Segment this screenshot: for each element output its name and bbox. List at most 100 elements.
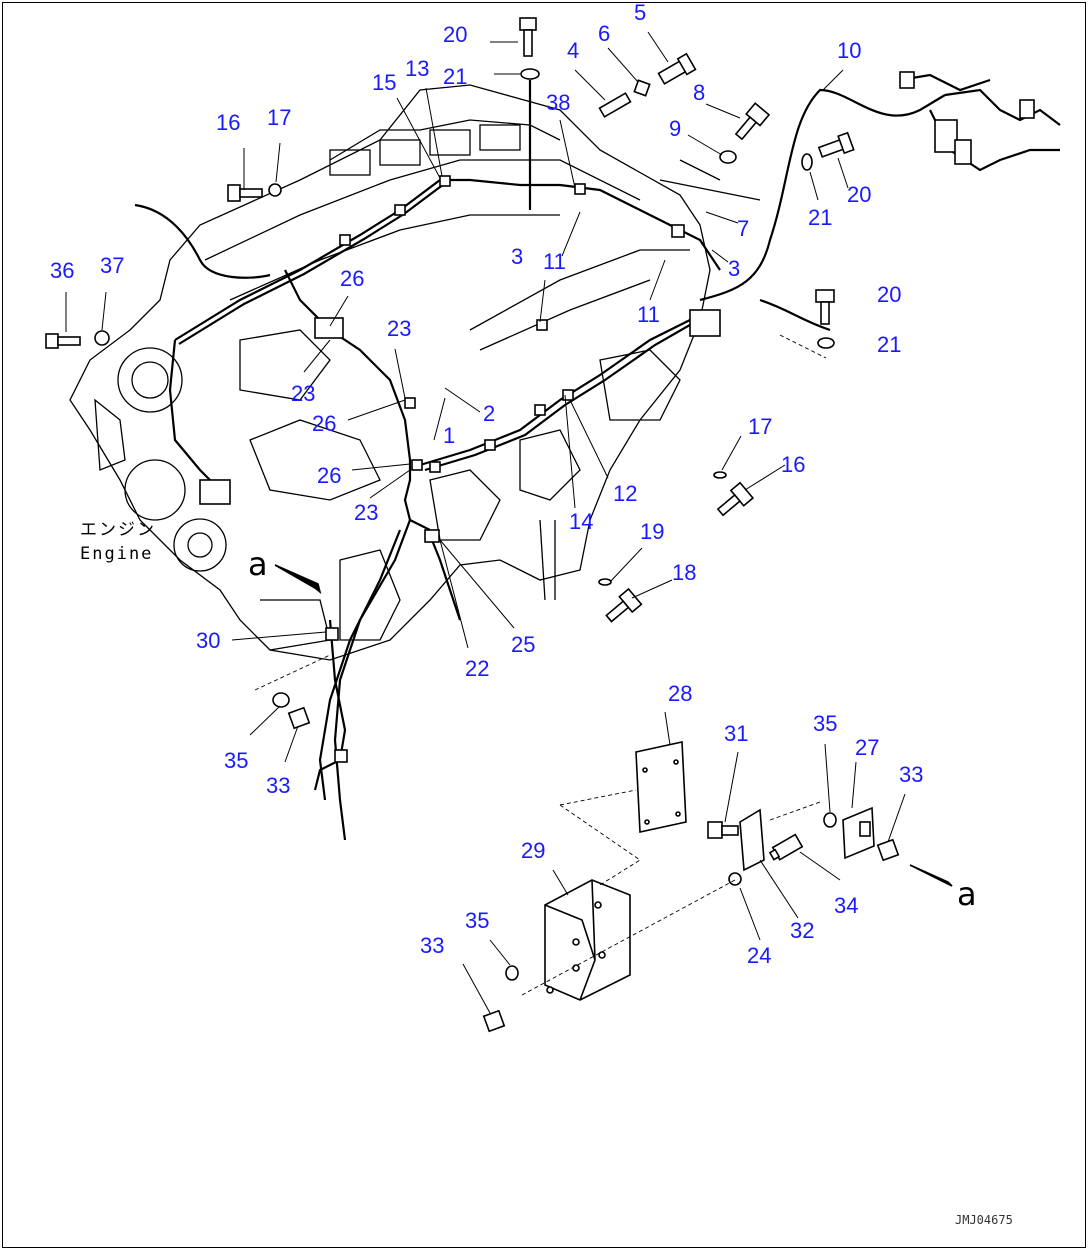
washer-17-right — [713, 471, 727, 479]
sleeve-4 — [598, 92, 632, 118]
nut-33-left — [287, 706, 311, 730]
callout-16-left: 16 — [216, 110, 240, 135]
callout-7: 7 — [737, 216, 749, 241]
bolt-16-right — [716, 481, 755, 517]
callout-26-top: 26 — [340, 266, 364, 291]
plate-28 — [635, 741, 687, 833]
plate-32 — [739, 808, 765, 872]
callout-12: 12 — [613, 481, 637, 506]
washer-35-bottom — [505, 965, 519, 981]
callout-2: 2 — [483, 401, 495, 426]
bolt-5 — [657, 52, 697, 85]
callout-18: 18 — [672, 560, 696, 585]
callout-33-right: 33 — [899, 762, 923, 787]
callout-32: 32 — [790, 918, 814, 943]
callout-38: 38 — [546, 90, 570, 115]
callout-22: 22 — [465, 656, 489, 681]
bolt-36 — [45, 333, 81, 349]
collar-24 — [728, 872, 742, 886]
callout-3-right: 3 — [728, 256, 740, 281]
callout-11-right: 11 — [637, 302, 660, 327]
washer-37 — [94, 330, 110, 346]
nut-6 — [633, 79, 651, 97]
ref-mark-a-left: a — [248, 545, 268, 583]
callout-14: 14 — [569, 509, 593, 534]
switch-34 — [768, 833, 804, 861]
callout-20-right: 20 — [847, 182, 871, 207]
callout-26-bottom: 26 — [317, 463, 341, 488]
bracket-27 — [842, 806, 875, 860]
callout-23-left: 23 — [291, 381, 315, 406]
engine-label-jp: エンジン — [80, 520, 156, 540]
callout-36: 36 — [50, 258, 74, 283]
bolt-8 — [734, 102, 771, 141]
engine-drawing — [69, 84, 761, 661]
callout-15: 15 — [372, 70, 396, 95]
wire-harness — [134, 73, 1061, 841]
dashed-lines — [254, 334, 827, 996]
callout-28: 28 — [668, 681, 692, 706]
arrow-a-left — [274, 564, 322, 595]
callout-21-right: 21 — [808, 205, 832, 230]
bolt-20-right — [817, 131, 855, 158]
callout-34: 34 — [834, 893, 858, 918]
callout-3-left: 3 — [511, 244, 523, 269]
bolt-31 — [707, 821, 739, 839]
callout-27: 27 — [855, 735, 879, 760]
bolt-20-mid — [815, 289, 835, 325]
hardware-parts — [45, 17, 1035, 1033]
bolt-16-left — [227, 184, 263, 202]
callout-30: 30 — [196, 628, 220, 653]
callout-23-bottom: 23 — [354, 500, 378, 525]
callout-21-mid: 21 — [877, 332, 901, 357]
washer-21-mid — [817, 337, 835, 349]
callout-31: 31 — [724, 721, 748, 746]
callout-35-left: 35 — [224, 748, 248, 773]
washer-9 — [719, 150, 737, 164]
callout-25: 25 — [511, 632, 535, 657]
washer-35-left — [272, 692, 290, 708]
bolt-20-top — [519, 17, 537, 57]
callout-17-right: 17 — [748, 414, 772, 439]
ref-mark-a-right: a — [957, 875, 977, 913]
callout-6: 6 — [598, 21, 610, 46]
callout-8: 8 — [693, 80, 705, 105]
callout-1: 1 — [443, 423, 455, 448]
callout-21-top: 21 — [443, 64, 467, 89]
nut-33-bottom — [482, 1009, 506, 1033]
bolt-18 — [605, 587, 643, 623]
callout-4: 4 — [567, 38, 579, 63]
callout-19: 19 — [640, 519, 664, 544]
nut-33-right — [876, 838, 900, 862]
callout-35-right: 35 — [813, 711, 837, 736]
callout-labels: 1 2 3 3 4 5 6 7 8 9 10 11 11 12 13 14 15… — [50, 0, 923, 968]
callout-11-left: 11 — [543, 249, 566, 274]
callout-20-mid: 20 — [877, 282, 901, 307]
callout-24: 24 — [747, 943, 771, 968]
washer-17-left — [268, 183, 282, 197]
callout-33-bottom: 33 — [420, 933, 444, 958]
harness-clips — [199, 71, 1035, 763]
arrow-a-right — [909, 864, 953, 887]
callout-23-top: 23 — [387, 316, 411, 341]
callout-10: 10 — [837, 38, 861, 63]
callout-5: 5 — [634, 0, 646, 25]
callout-29: 29 — [521, 838, 545, 863]
callout-35-bottom: 35 — [465, 908, 489, 933]
callout-9: 9 — [669, 116, 681, 141]
callout-37: 37 — [100, 253, 124, 278]
drawing-code: JMJ04675 — [955, 1213, 1013, 1227]
washer-35-right — [823, 812, 837, 828]
washer-19 — [598, 578, 612, 586]
callout-17-left: 17 — [267, 105, 291, 130]
callout-20-top: 20 — [443, 22, 467, 47]
callout-26-mid: 26 — [312, 411, 336, 436]
leader-lines — [65, 31, 906, 1014]
washer-21-right — [801, 153, 813, 171]
callout-33-left: 33 — [266, 773, 290, 798]
engine-label-en: Engine — [80, 544, 153, 564]
washer-21-top — [520, 68, 540, 80]
callout-13: 13 — [405, 56, 429, 81]
